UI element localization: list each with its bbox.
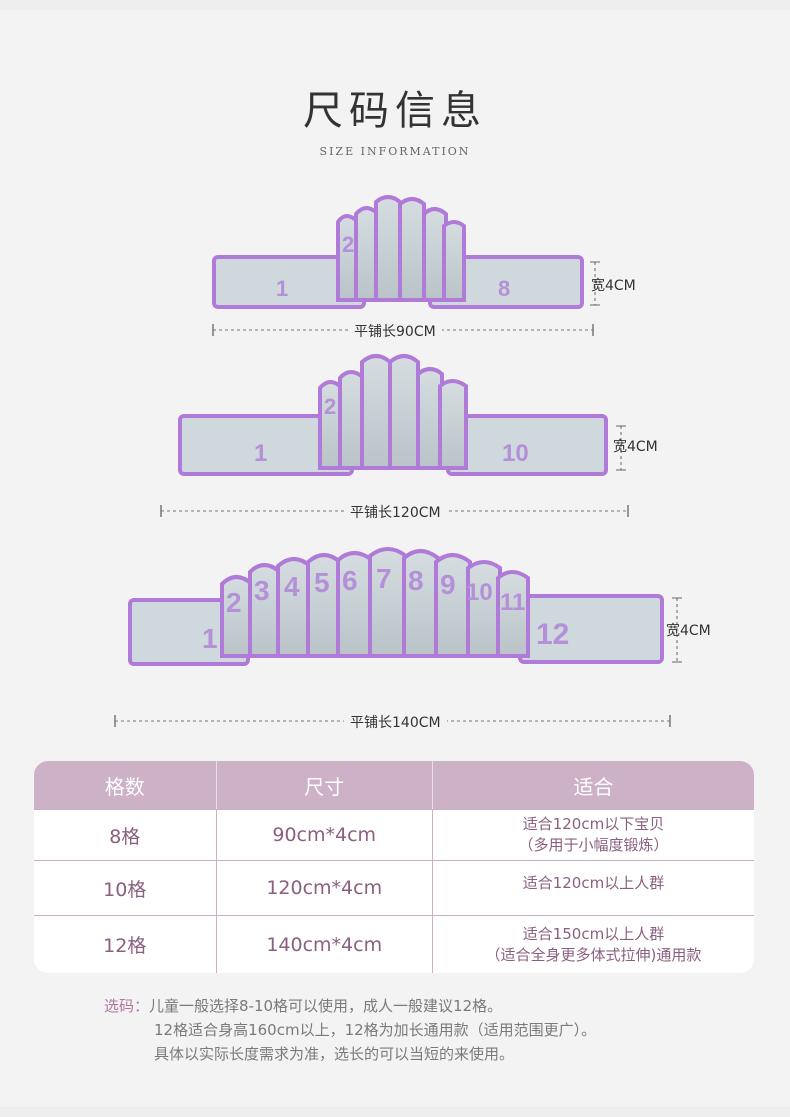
strap-10-width-label: 宽4CM <box>613 439 658 455</box>
size-selection-notes: 选码：儿童一般选择8-10格可以使用，成人一般建议12格。 12格适合身高160… <box>104 994 596 1066</box>
svg-text:4: 4 <box>284 571 300 602</box>
svg-text:2: 2 <box>342 232 354 257</box>
strap-12-loops <box>220 547 530 658</box>
row-fit-line: （多用于小幅度锻炼） <box>518 836 669 854</box>
row-fit-line: 适合150cm以上人群 <box>522 924 665 943</box>
svg-text:11: 11 <box>500 589 525 616</box>
strap-12-middle-numbers: 2 3 4 5 6 7 8 9 10 11 <box>226 563 525 618</box>
row-fit: 适合150cm以上人群 （适合全身更多体式拉伸)通用款 <box>433 916 754 973</box>
row-grids: 12格 <box>34 916 217 973</box>
table-row: 10格 120cm*4cm 适合120cm以上人群 <box>34 860 754 915</box>
notes-lead: 选码： <box>104 997 150 1015</box>
strap-10-length-label: 平铺长120CM <box>344 502 447 522</box>
notes-line: 12格适合身高160cm以上，12格为加长通用款（适用范围更广）。 <box>154 1021 597 1039</box>
header-fit: 适合 <box>573 774 614 799</box>
svg-text:5: 5 <box>314 567 330 598</box>
strap-12-length-label: 平铺长140CM <box>344 712 447 732</box>
row-size: 140cm*4cm <box>217 916 433 973</box>
page-subtitle: SIZE INFORMATION <box>319 145 471 158</box>
strap-8-loops: 2 <box>336 195 466 302</box>
row-fit: 适合120cm以下宝贝 （多用于小幅度锻炼） <box>433 810 754 860</box>
svg-text:2: 2 <box>226 587 242 618</box>
strap-8-number-last: 8 <box>498 276 510 301</box>
row-fit-line: （适合全身更多体式拉伸)通用款 <box>485 945 702 964</box>
strap-8-width-label: 宽4CM <box>591 278 636 294</box>
table-row: 12格 140cm*4cm 适合150cm以上人群 （适合全身更多体式拉伸)通用… <box>34 915 754 973</box>
size-table-header: 格数 尺寸 适合 <box>34 761 754 809</box>
row-grids: 10格 <box>34 861 217 915</box>
row-fit-line: 适合120cm以下宝贝 <box>522 815 665 833</box>
row-grids: 8格 <box>34 810 217 860</box>
strap-12-width-label: 宽4CM <box>666 623 711 639</box>
strap-12-grid: 2 3 4 5 6 7 8 9 10 11 1 12 <box>114 547 682 727</box>
strap-10-number-first: 1 <box>254 440 267 467</box>
notes-line: 儿童一般选择8-10格可以使用，成人一般建议12格。 <box>149 997 503 1015</box>
strap-10-grid: 2 1 10 <box>160 354 629 517</box>
page-title: 尺码信息 <box>303 88 487 134</box>
notes-line: 具体以实际长度需求为准，选长的可以当短的来使用。 <box>154 1045 515 1063</box>
svg-text:9: 9 <box>440 569 456 600</box>
strap-10-loops: 2 <box>318 354 468 470</box>
size-table: 格数 尺寸 适合 8格 90cm*4cm 适合120cm以下宝贝 （多用于小幅度… <box>34 761 754 973</box>
strap-10-number-last: 10 <box>502 440 529 467</box>
strap-12-number-last: 12 <box>536 618 569 651</box>
svg-text:8: 8 <box>408 565 424 596</box>
row-fit: 适合120cm以上人群 <box>433 861 754 915</box>
header-grids: 格数 <box>34 761 217 809</box>
svg-text:10: 10 <box>466 579 493 606</box>
strap-8-number-first: 1 <box>276 276 288 301</box>
strap-illustrations: 2 1 8 2 1 10 <box>114 195 682 727</box>
strap-12-number-first: 1 <box>202 623 218 654</box>
row-size: 90cm*4cm <box>217 810 433 860</box>
row-fit-line: 适合120cm以上人群 <box>522 874 665 892</box>
svg-text:7: 7 <box>376 563 392 594</box>
svg-text:6: 6 <box>342 565 358 596</box>
strap-8-length-label: 平铺长90CM <box>348 321 442 341</box>
table-row: 8格 90cm*4cm 适合120cm以下宝贝 （多用于小幅度锻炼） <box>34 809 754 860</box>
row-size: 120cm*4cm <box>217 861 433 915</box>
strap-8-grid: 2 1 8 <box>212 195 600 336</box>
svg-text:2: 2 <box>324 394 336 419</box>
svg-text:3: 3 <box>254 575 270 606</box>
header-size: 尺寸 <box>217 761 433 809</box>
